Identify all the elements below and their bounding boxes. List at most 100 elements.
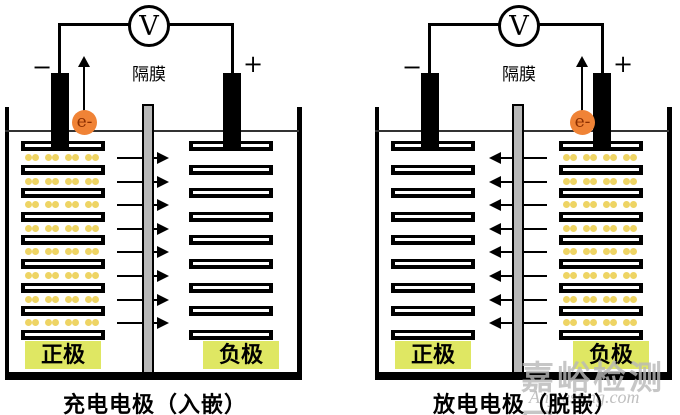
lithium-ion [630,272,637,279]
electron-arrow [83,64,85,114]
lithium-ion [603,178,610,185]
electrode-plate [21,235,105,245]
charge-diagram: V − + e- 隔膜 正极 负极 充电电极（入嵌） [0,0,310,415]
lithium-ion [72,296,79,303]
lithium-ion [25,201,32,208]
electrode-plate [189,165,273,175]
ion-flow-arrow [501,322,547,324]
electrode-plate [21,306,105,316]
plus-sign: + [243,50,264,78]
lithium-ion [630,178,637,185]
lithium-ion [570,272,577,279]
lithium-ion [65,319,72,326]
ion-flow-arrowhead-icon [157,294,169,306]
electron-arrowhead-icon [576,56,588,67]
ion-flow-arrowhead-icon [489,270,501,282]
ion-flow-arrow [501,251,547,253]
lithium-ion [65,201,72,208]
lithium-ion [52,178,59,185]
negative-pole-label: 负极 [573,341,649,369]
lithium-ion [72,178,79,185]
positive-electrode-terminal [593,73,611,147]
diagram-caption: 放电电极（脱嵌） [432,392,617,415]
lithium-ion [570,248,577,255]
ion-flow-arrow [501,181,547,183]
electrode-plate [559,212,643,222]
lithium-ion [72,225,79,232]
lithium-ion [32,154,39,161]
electrode-plate [189,283,273,293]
lithium-ion [32,296,39,303]
electrode-plate [391,259,475,269]
electrode-plate [559,283,643,293]
lithium-ion [72,319,79,326]
lithium-ion [570,178,577,185]
container-floor [375,372,672,380]
lithium-ion [52,201,59,208]
lithium-ion [52,272,59,279]
ion-flow-arrowhead-icon [157,199,169,211]
circuit-wire [231,23,234,75]
lithium-ion [583,319,590,326]
ion-flow-arrow [117,181,159,183]
lithium-ion [610,154,617,161]
electron-arrowhead-icon [78,56,90,67]
lithium-ion [610,248,617,255]
lithium-ion [610,225,617,232]
lithium-ion [610,319,617,326]
lithium-ion [92,248,99,255]
ion-flow-arrow [117,228,159,230]
lithium-ion [583,248,590,255]
lithium-ion [45,154,52,161]
electrode-plate [559,259,643,269]
lithium-ion [570,154,577,161]
lithium-ion [52,154,59,161]
lithium-ion [85,248,92,255]
ion-flow-arrowhead-icon [157,317,169,329]
lithium-ion [590,248,597,255]
lithium-ion [32,248,39,255]
electrode-plate [189,235,273,245]
lithium-ion [563,154,570,161]
lithium-ion [583,154,590,161]
watermark-text: 嘉峪检测网 [521,358,665,415]
ion-flow-arrow [117,251,159,253]
separator-label: 隔膜 [502,65,536,85]
container-wall [297,107,302,380]
lithium-ion [563,319,570,326]
positive-pole-label: 正极 [25,341,101,369]
lithium-ion [590,178,597,185]
lithium-ion [45,248,52,255]
container-wall [667,107,672,380]
voltmeter-icon: V [128,5,170,47]
lithium-ion [630,319,637,326]
ion-flow-arrowhead-icon [489,246,501,258]
electrode-plate [559,188,643,198]
negative-electrode-terminal [51,73,69,147]
lithium-ion [92,201,99,208]
lithium-ion [25,225,32,232]
lithium-ion [65,154,72,161]
lithium-ion [623,296,630,303]
lithium-ion [72,272,79,279]
ion-flow-arrowhead-icon [157,152,169,164]
circuit-wire [538,23,604,26]
lithium-ion [45,178,52,185]
lithium-ion [630,201,637,208]
lithium-ion [85,225,92,232]
lithium-ion [610,201,617,208]
lithium-ion [92,319,99,326]
lithium-ion [563,178,570,185]
ion-flow-arrowhead-icon [157,270,169,282]
electrode-plate [21,330,105,340]
ion-flow-arrowhead-icon [157,176,169,188]
lithium-ion [45,201,52,208]
circuit-wire [58,23,61,75]
ion-flow-arrow [117,157,159,159]
lithium-ion [25,178,32,185]
lithium-ion [563,296,570,303]
watermark-url: Anytesting.com [529,387,640,407]
circuit-wire [428,23,500,26]
electrode-plate [391,165,475,175]
lithium-ion [590,154,597,161]
